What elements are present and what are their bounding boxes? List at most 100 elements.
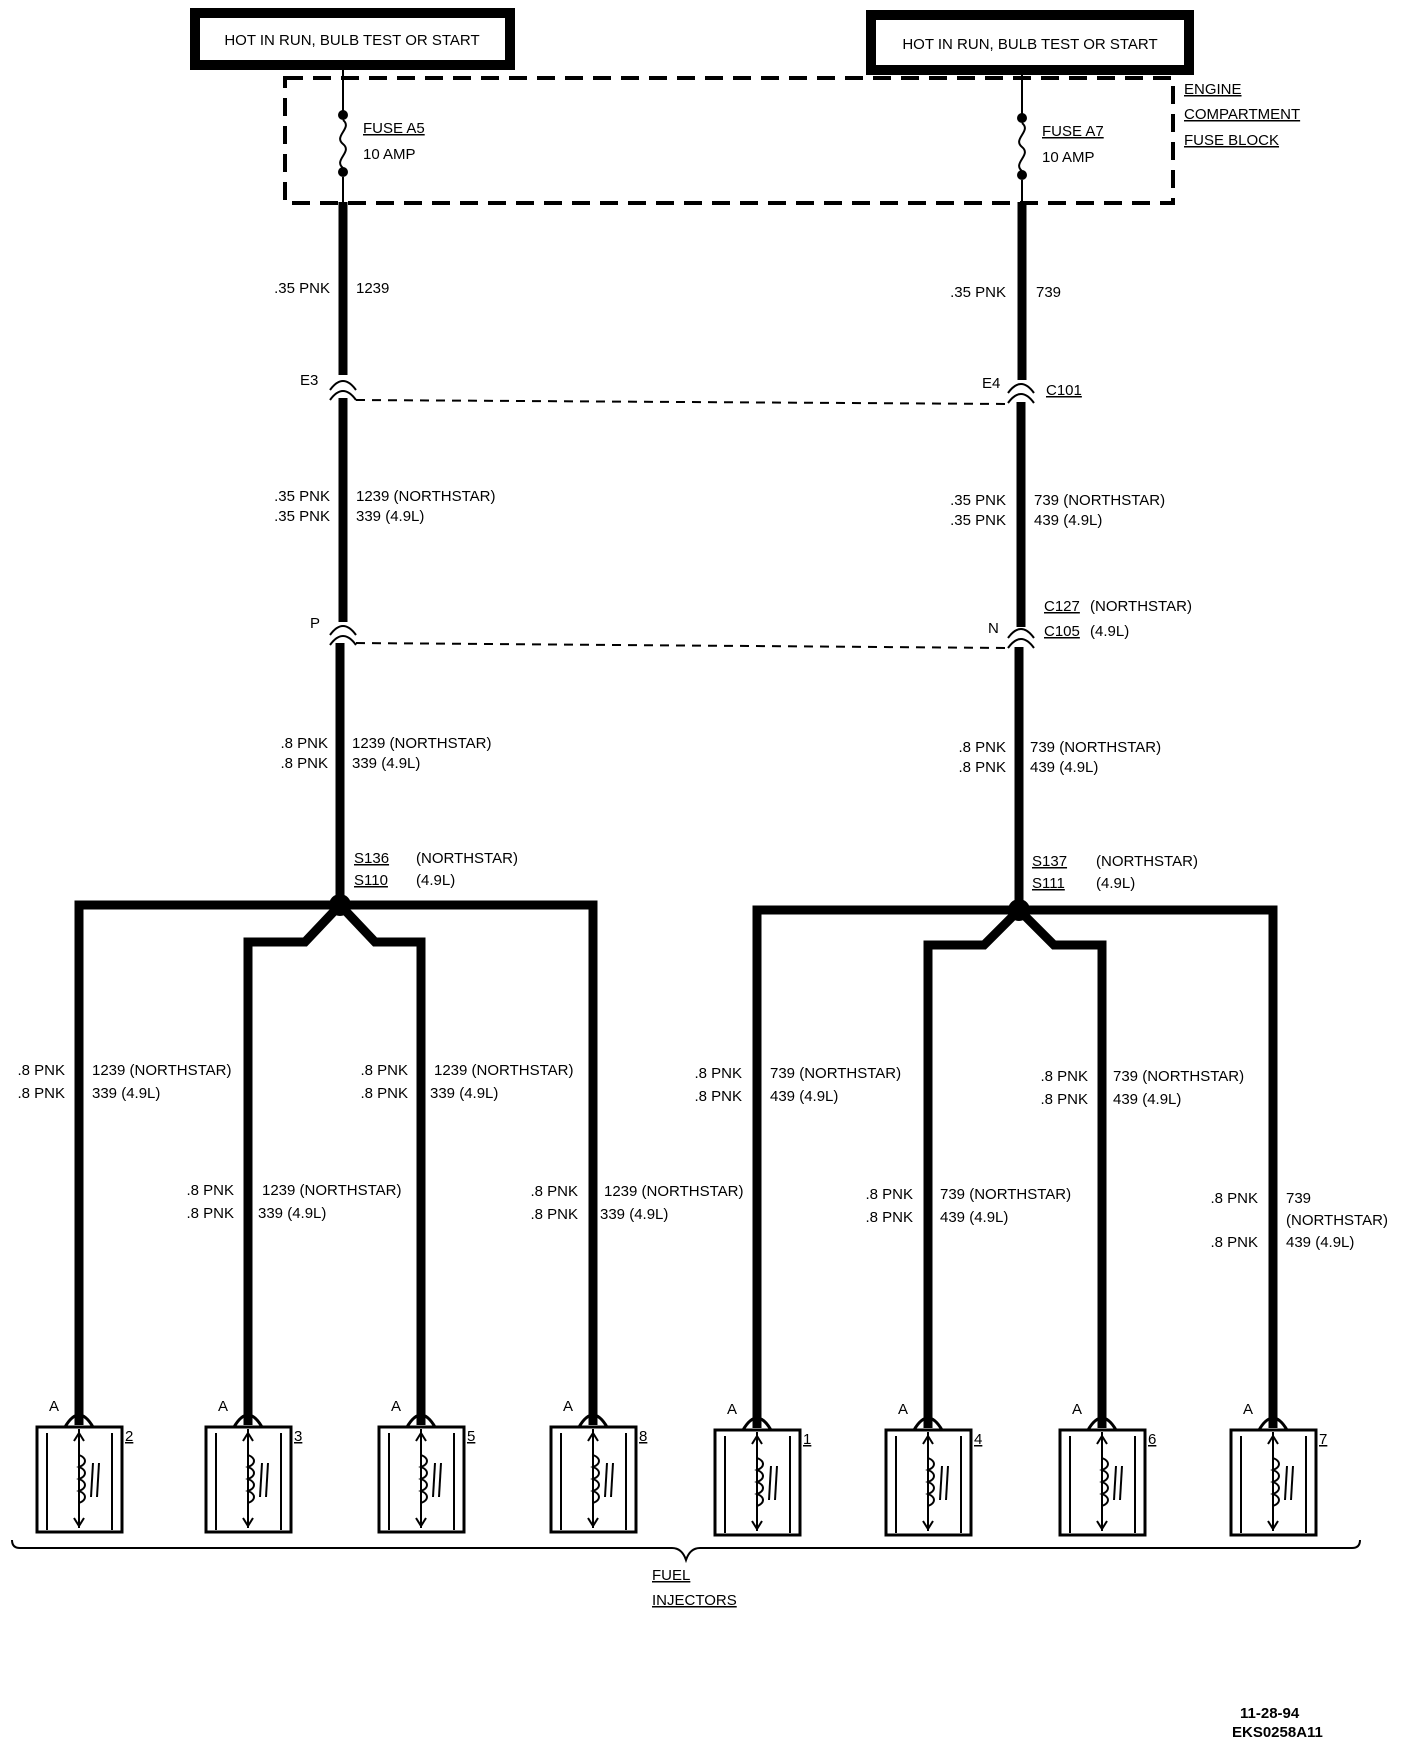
injector-3-pin: A <box>218 1398 228 1415</box>
svg-text:.8 PNK: .8 PNK <box>1040 1091 1088 1108</box>
right-w2-gauge-1: .35 PNK <box>950 492 1006 509</box>
right-w2-circuit-2: 439 (4.9L) <box>1034 512 1102 529</box>
svg-text:.8 PNK: .8 PNK <box>186 1205 234 1222</box>
injector-7: A7 <box>1229 1401 1327 1537</box>
injector-4: A4 <box>884 1401 982 1537</box>
svg-text:.8 PNK: .8 PNK <box>360 1085 408 1102</box>
injectors-label-2: INJECTORS <box>652 1592 737 1609</box>
left-w2-circuit-1: 1239 (NORTHSTAR) <box>356 488 495 505</box>
injector-8-pin: A <box>563 1398 573 1415</box>
svg-text:1239 (NORTHSTAR): 1239 (NORTHSTAR) <box>604 1183 743 1200</box>
right-conn2-name-2: C105 <box>1044 623 1080 640</box>
injector-3-number: 3 <box>294 1428 302 1445</box>
svg-text:.8 PNK: .8 PNK <box>694 1088 742 1105</box>
branch-label-3: .8 PNK .8 PNK 1239 (NORTHSTAR) 339 (4.9L… <box>360 1062 573 1102</box>
left-w3-circuit-2: 339 (4.9L) <box>352 755 420 772</box>
branch-label-7: .8 PNK .8 PNK 739 (NORTHSTAR) 439 (4.9L) <box>1040 1068 1244 1108</box>
injector-5: A5 <box>377 1398 475 1534</box>
right-conn2-pin: N <box>988 620 999 637</box>
right-w3-circuit-1: 739 (NORTHSTAR) <box>1030 739 1161 756</box>
right-conn2-note-2: (4.9L) <box>1090 623 1129 640</box>
right-conn2-note-1: (NORTHSTAR) <box>1090 598 1192 615</box>
fuse-a5-name: FUSE A5 <box>363 120 425 137</box>
svg-text:.8 PNK: .8 PNK <box>1210 1190 1258 1207</box>
injector-2-number: 2 <box>125 1428 133 1445</box>
left-w2-gauge-1: .35 PNK <box>274 488 330 505</box>
svg-text:.8 PNK: .8 PNK <box>694 1065 742 1082</box>
injectors-brace <box>11 1539 1361 1564</box>
right-w3-gauge-2: .8 PNK <box>958 759 1006 776</box>
left-splice-2: S110 <box>354 872 388 889</box>
injector-4-number: 4 <box>974 1431 982 1448</box>
right-conn2-name-1: C127 <box>1044 598 1080 615</box>
right-splice-note-1: (NORTHSTAR) <box>1096 853 1198 870</box>
svg-text:.8 PNK: .8 PNK <box>1210 1234 1258 1251</box>
fuse-block: ENGINE COMPARTMENT FUSE BLOCK <box>283 76 1300 205</box>
svg-text:1239 (NORTHSTAR): 1239 (NORTHSTAR) <box>434 1062 573 1079</box>
svg-text:.8 PNK: .8 PNK <box>17 1085 65 1102</box>
left-splice-note-2: (4.9L) <box>416 872 455 889</box>
fuse-a7-icon <box>1017 113 1027 180</box>
svg-text:.8 PNK: .8 PNK <box>186 1182 234 1199</box>
power-source-right-label: HOT IN RUN, BULB TEST OR START <box>902 36 1157 53</box>
connector-c101-dashed-link <box>355 399 1011 405</box>
branch-label-2: .8 PNK .8 PNK 1239 (NORTHSTAR) 339 (4.9L… <box>186 1182 401 1222</box>
svg-text:339 (4.9L): 339 (4.9L) <box>92 1085 160 1102</box>
right-splice-2: S111 <box>1032 875 1065 892</box>
svg-text:.8 PNK: .8 PNK <box>360 1062 408 1079</box>
right-conn-pin: E4 <box>982 375 1000 392</box>
right-w1-circuit: 739 <box>1036 284 1061 301</box>
svg-text:339 (4.9L): 339 (4.9L) <box>430 1085 498 1102</box>
left-w2-gauge-2: .35 PNK <box>274 508 330 525</box>
svg-text:739 (NORTHSTAR): 739 (NORTHSTAR) <box>1113 1068 1244 1085</box>
injector-8-number: 8 <box>639 1428 647 1445</box>
left-w1-circuit: 1239 <box>356 280 389 297</box>
injector-7-number: 7 <box>1319 1431 1327 1448</box>
injector-2: A2 <box>35 1398 133 1534</box>
svg-text:1239 (NORTHSTAR): 1239 (NORTHSTAR) <box>92 1062 231 1079</box>
power-source-right: HOT IN RUN, BULB TEST OR START <box>866 10 1194 75</box>
left-w2-circuit-2: 339 (4.9L) <box>356 508 424 525</box>
svg-text:439 (4.9L): 439 (4.9L) <box>1286 1234 1354 1251</box>
svg-text:1239 (NORTHSTAR): 1239 (NORTHSTAR) <box>262 1182 401 1199</box>
fuse-a5-icon <box>338 110 348 177</box>
svg-text:.8 PNK: .8 PNK <box>17 1062 65 1079</box>
injector-5-number: 5 <box>467 1428 475 1445</box>
fuse-block-label-2: COMPARTMENT <box>1184 106 1300 123</box>
injector-2-pin: A <box>49 1398 59 1415</box>
svg-text:.8 PNK: .8 PNK <box>865 1209 913 1226</box>
injector-5-pin: A <box>391 1398 401 1415</box>
fuse-a7-rating: 10 AMP <box>1042 149 1095 166</box>
injector-6-pin: A <box>1072 1401 1082 1418</box>
branch-label-1: .8 PNK .8 PNK 1239 (NORTHSTAR) 339 (4.9L… <box>17 1062 231 1102</box>
injector-1-number: 1 <box>803 1431 811 1448</box>
right-w2-circuit-1: 739 (NORTHSTAR) <box>1034 492 1165 509</box>
branch-label-4: .8 PNK .8 PNK 1239 (NORTHSTAR) 339 (4.9L… <box>530 1183 743 1223</box>
connector-e4-icon <box>1007 383 1035 404</box>
left-w3-gauge-2: .8 PNK <box>280 755 328 772</box>
injector-1-pin: A <box>727 1401 737 1418</box>
branch-label-6: .8 PNK .8 PNK 739 (NORTHSTAR) 439 (4.9L) <box>865 1186 1071 1226</box>
injector-8: A8 <box>549 1398 647 1534</box>
svg-text:.8 PNK: .8 PNK <box>530 1206 578 1223</box>
left-w1-gauge: .35 PNK <box>274 280 330 297</box>
right-splice-note-2: (4.9L) <box>1096 875 1135 892</box>
connector-c127-dashed-link <box>355 642 1011 649</box>
fuse-block-label-1: ENGINE <box>1184 81 1242 98</box>
left-branch-wires <box>74 900 598 1425</box>
svg-text:(NORTHSTAR): (NORTHSTAR) <box>1286 1212 1388 1229</box>
injector-6: A6 <box>1058 1401 1156 1537</box>
svg-text:439 (4.9L): 439 (4.9L) <box>1113 1091 1181 1108</box>
branch-label-5: .8 PNK .8 PNK 739 (NORTHSTAR) 439 (4.9L) <box>694 1065 901 1105</box>
left-w3-gauge-1: .8 PNK <box>280 735 328 752</box>
right-w3-gauge-1: .8 PNK <box>958 739 1006 756</box>
injector-6-number: 6 <box>1148 1431 1156 1448</box>
fuse-a5-rating: 10 AMP <box>363 146 416 163</box>
branch-label-8: .8 PNK .8 PNK 739 (NORTHSTAR) 439 (4.9L) <box>1210 1190 1387 1251</box>
injector-4-pin: A <box>898 1401 908 1418</box>
svg-text:439 (4.9L): 439 (4.9L) <box>940 1209 1008 1226</box>
injector-3: A3 <box>204 1398 302 1534</box>
svg-text:.8 PNK: .8 PNK <box>530 1183 578 1200</box>
injectors-label-1: FUEL <box>652 1567 690 1584</box>
